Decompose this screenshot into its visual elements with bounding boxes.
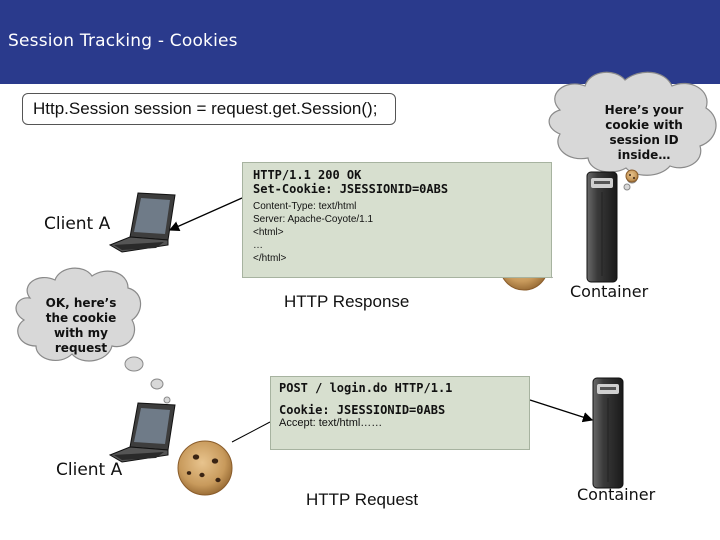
- client-label-bottom: Client A: [56, 460, 123, 480]
- bubble-line: request: [54, 341, 108, 355]
- request-cookie: Cookie: JSESSIONID=0ABS: [279, 403, 446, 417]
- response-header: Content-Type: text/html: [253, 201, 357, 212]
- title-bar: Session Tracking - Cookies: [0, 0, 720, 84]
- request-cookie-link: [231, 421, 271, 443]
- response-header: Server: Apache-Coyote/1.1: [253, 214, 374, 225]
- bubble-line: OK, here’s: [45, 296, 117, 310]
- slide-title: Session Tracking - Cookies: [8, 31, 238, 51]
- server-bubble-text: Here’s your cookie with session ID insid…: [582, 103, 706, 163]
- client-thought-bubble: [15, 267, 171, 404]
- http-request-label: HTTP Request: [306, 490, 419, 509]
- client-bubble-text: OK, here’s the cookie with my request: [28, 296, 134, 356]
- laptop-icon: [108, 402, 176, 463]
- request-accept: Accept: text/html……: [279, 417, 383, 429]
- response-body-line: …: [253, 240, 263, 251]
- bubble-line: with my: [54, 326, 108, 340]
- bubble-line: the cookie: [45, 311, 117, 325]
- bubble-line: cookie with: [605, 118, 683, 132]
- server-icon: [592, 377, 624, 489]
- container-label-top: Container: [570, 282, 649, 301]
- response-arrow: [168, 197, 243, 232]
- cookie-icon: [177, 440, 233, 496]
- request-arrow: [529, 399, 594, 423]
- bubble-line: Here’s your: [604, 103, 684, 117]
- laptop-icon: [108, 192, 176, 253]
- container-label-bottom: Container: [577, 485, 656, 504]
- response-status-line: HTTP/1.1 200 OK: [253, 168, 362, 182]
- bubble-line: inside…: [617, 148, 671, 162]
- cookie-icon: [625, 169, 639, 183]
- http-response-label: HTTP Response: [284, 292, 410, 311]
- code-snippet: Http.Session session = request.get.Sessi…: [22, 93, 396, 125]
- response-set-cookie: Set-Cookie: JSESSIONID=0ABS: [253, 182, 449, 196]
- server-icon: [586, 171, 618, 283]
- client-label-top: Client A: [44, 214, 111, 234]
- http-request-box: POST / login.do HTTP/1.1 Cookie: JSESSIO…: [270, 376, 530, 450]
- response-body-line: <html>: [253, 227, 284, 238]
- request-line: POST / login.do HTTP/1.1: [279, 381, 453, 395]
- http-response-box: HTTP/1.1 200 OK Set-Cookie: JSESSIONID=0…: [242, 162, 552, 278]
- bubble-line: session ID: [609, 133, 679, 147]
- response-body-line: </html>: [253, 253, 287, 264]
